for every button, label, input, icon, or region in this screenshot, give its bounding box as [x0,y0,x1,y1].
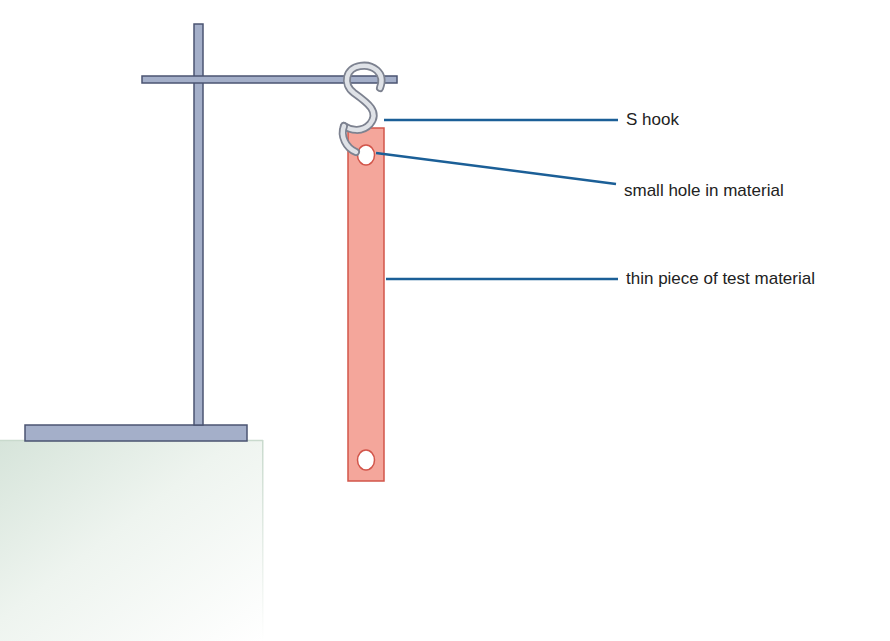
small-hole [358,145,375,165]
s-hook [343,66,382,152]
leader-line [386,278,618,281]
leader-line [376,153,616,184]
small-hole [358,450,375,470]
bench-side-edge [262,440,264,641]
stand-base [25,425,247,441]
part-label: thin piece of test material [624,269,817,289]
stand-arm [142,76,397,83]
test-material-strip [348,128,384,481]
leader-line [384,119,618,122]
bench [0,440,263,641]
part-label: small hole in material [622,181,786,201]
stand-rod [194,24,203,425]
part-label: S hook [624,110,681,130]
